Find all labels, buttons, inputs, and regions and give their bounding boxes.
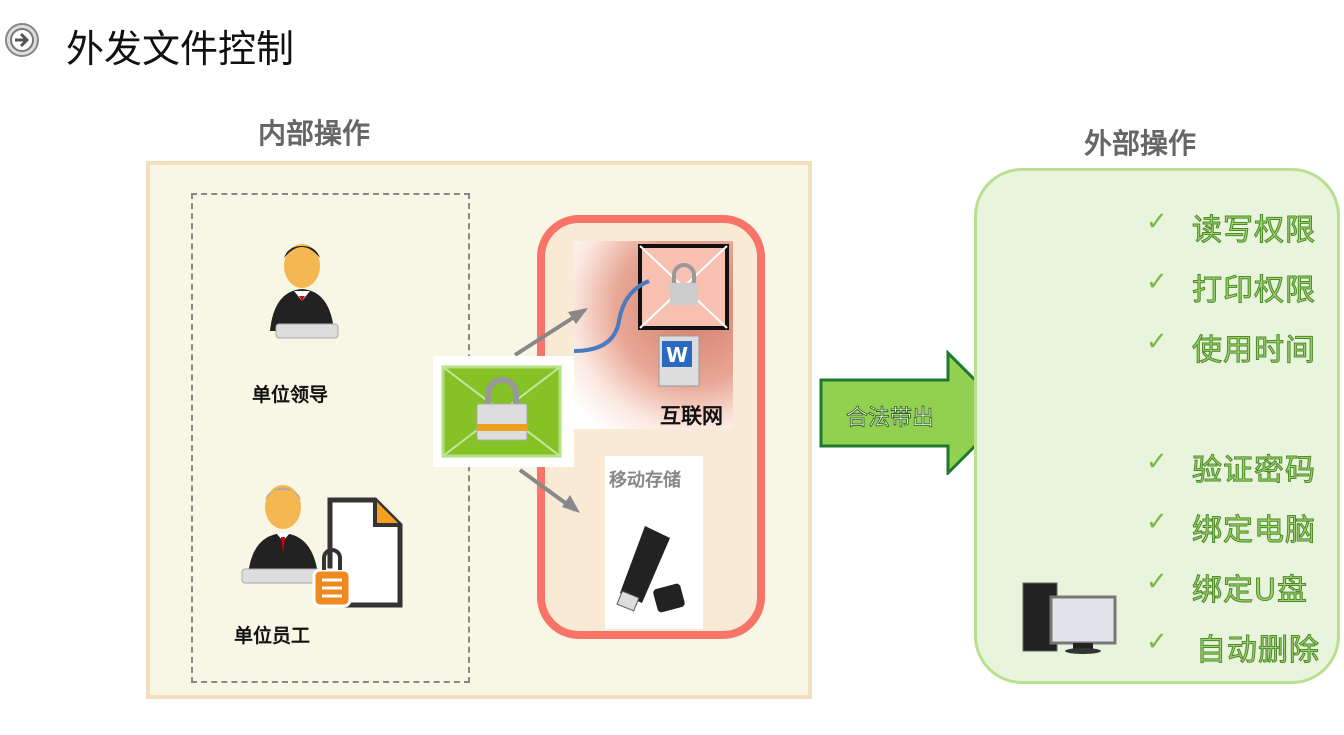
- svg-text:W: W: [666, 343, 688, 367]
- legal-export-label: 合法带出: [846, 406, 935, 432]
- feature-item: 自动删除: [1196, 633, 1320, 669]
- employee-label: 单位员工: [234, 625, 311, 647]
- manager-icon: [270, 244, 339, 339]
- page-title: 外发文件控制: [66, 27, 295, 71]
- distribution-arrows: [513, 308, 588, 513]
- usb-drive-icon: [605, 456, 703, 629]
- check-icon: ✓: [1146, 207, 1168, 237]
- encrypted-file-icon: [433, 356, 574, 467]
- employee-document-icon: [241, 485, 403, 608]
- inner-panel-label: 内部操作: [258, 117, 371, 150]
- usb-label: 移动存储: [609, 470, 681, 491]
- check-icon: ✓: [1146, 627, 1168, 657]
- feature-item: 读写权限: [1192, 213, 1316, 249]
- outer-panel-label: 外部操作: [1084, 127, 1197, 160]
- feature-item: 打印权限: [1192, 273, 1316, 309]
- manager-label: 单位领导: [252, 384, 329, 406]
- desktop-computer-icon: [1022, 582, 1117, 654]
- check-icon: ✓: [1146, 447, 1168, 477]
- check-icon: ✓: [1146, 267, 1168, 297]
- check-icon: ✓: [1146, 567, 1168, 597]
- internet-label: 互联网: [660, 404, 723, 428]
- check-icon: ✓: [1146, 507, 1168, 537]
- feature-item: 使用时间: [1192, 333, 1316, 369]
- check-icon: ✓: [1146, 327, 1168, 357]
- feature-item: 绑定U盘: [1192, 573, 1308, 609]
- circle-arrow-right-icon: [5, 23, 39, 57]
- internet-icon: W: [573, 241, 733, 429]
- feature-item: 绑定电脑: [1192, 513, 1316, 549]
- feature-item: 验证密码: [1192, 453, 1316, 489]
